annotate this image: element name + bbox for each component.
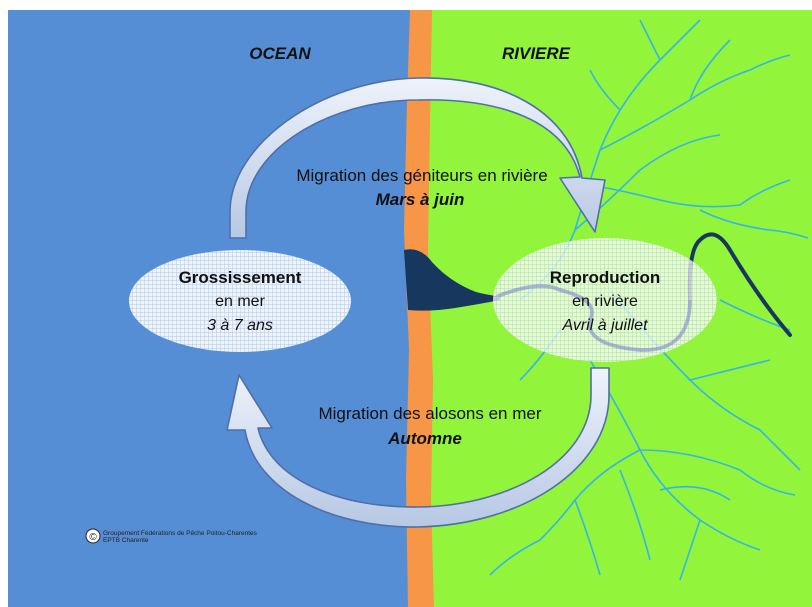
river-network [489, 19, 809, 581]
reproduction-stage-title: Reproduction [549, 268, 661, 287]
reproduction-ellipse [493, 238, 717, 362]
cycle-arrow-bottom [226, 367, 610, 528]
reproduction-stage-period: Avril à juillet [562, 317, 648, 334]
ocean-title: OCEAN [249, 44, 311, 63]
downstream-migration-label: Migration des alosons en mer [318, 404, 542, 423]
cycle-arrow-top [229, 77, 606, 239]
credit-line-1: Groupement Fédérations de Pêche Poitou-C… [103, 530, 257, 537]
growth-stage-period: 3 à 7 ans [207, 317, 273, 334]
copyright-icon: © [85, 528, 101, 544]
upstream-migration-label: Migration des géniteurs en rivière [296, 166, 548, 185]
estuary-shape [404, 249, 500, 311]
downstream-migration-period: Automne [388, 429, 462, 448]
growth-stage-subtitle: en mer [215, 293, 265, 310]
main-river-overlay [497, 284, 692, 352]
credit-line-2: EPTB Charente [103, 537, 149, 544]
reproduction-stage-subtitle: en rivière [572, 293, 638, 310]
growth-stage-title: Grossissement [178, 268, 302, 287]
upstream-migration-period: Mars à juin [375, 190, 465, 209]
growth-ellipse [129, 250, 351, 352]
svg-text:©: © [89, 532, 97, 543]
river-title: RIVIERE [501, 44, 571, 63]
